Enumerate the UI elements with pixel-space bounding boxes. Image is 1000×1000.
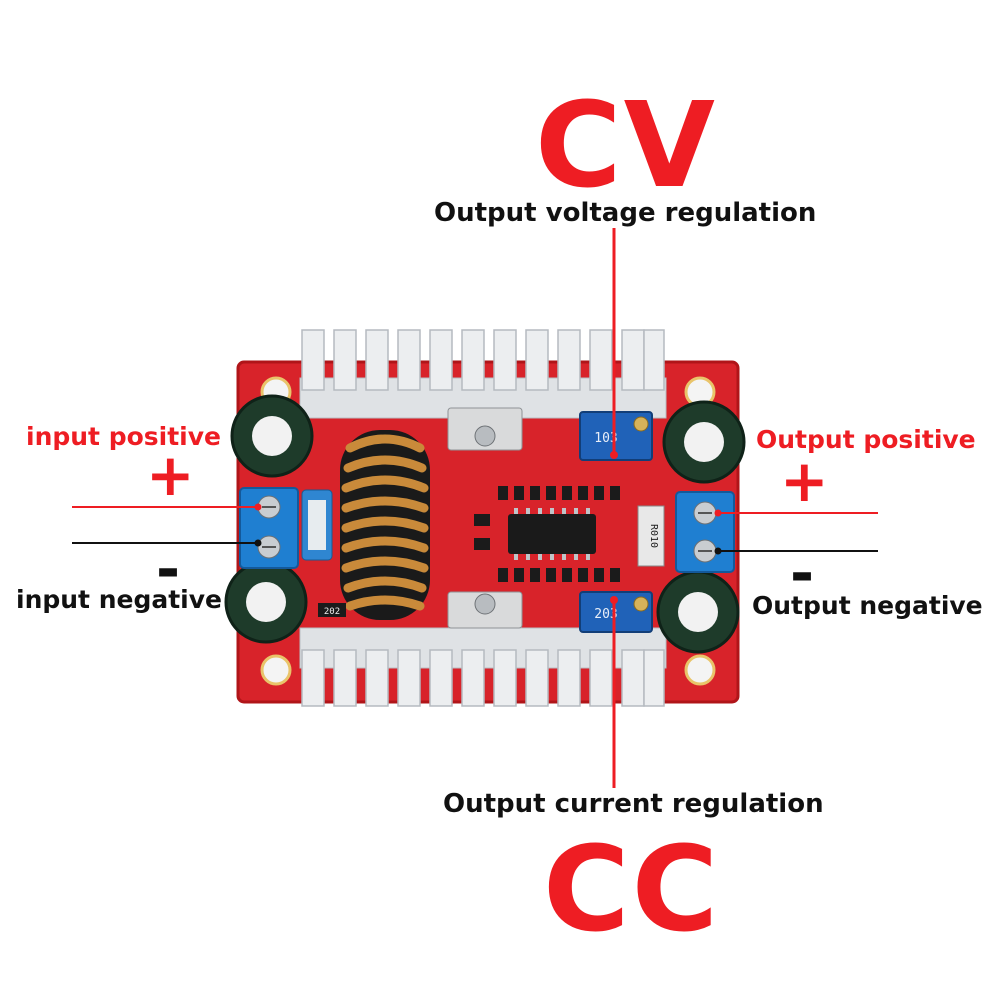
toroid-inductor <box>340 430 430 620</box>
cc-title: CC <box>543 820 721 958</box>
pointer-lines <box>72 228 878 788</box>
shunt-resistor-marking: R010 <box>648 524 659 548</box>
cc-potentiometer: 203 <box>579 591 653 633</box>
capacitor-input-top <box>230 394 314 478</box>
output-positive-sign: + <box>780 447 829 515</box>
input-positive-sign: + <box>146 441 195 509</box>
capacitor-output-top <box>662 400 746 484</box>
small-resistor <box>318 603 346 617</box>
input-negative-sign: - <box>156 535 181 603</box>
ic-chip <box>508 508 596 560</box>
cc-potentiometer-marking: 203 <box>594 607 617 622</box>
small-resistor-marking: 202 <box>324 607 340 617</box>
output-negative-sign: - <box>790 539 815 607</box>
capacitor-input-bottom <box>224 560 308 644</box>
input-negative-label: input negative <box>16 585 223 614</box>
capacitor-output-bottom <box>656 570 740 654</box>
cc-subtitle: Output current regulation <box>443 789 824 819</box>
output-terminal-block <box>675 491 735 573</box>
shunt-resistor <box>637 505 665 567</box>
smd-components <box>474 486 620 582</box>
cv-potentiometer: 103 <box>579 411 653 461</box>
cv-subtitle: Output voltage regulation <box>434 198 817 228</box>
cv-potentiometer-marking: 103 <box>594 431 617 446</box>
cv-title: CV <box>535 76 717 214</box>
output-negative-label: Output negative <box>752 591 983 620</box>
output-positive-label: Output positive <box>756 425 976 454</box>
input-positive-label: input positive <box>26 422 222 451</box>
input-terminal-block <box>239 487 299 569</box>
bottom-heatsink <box>299 627 667 707</box>
top-heatsink <box>299 329 667 419</box>
